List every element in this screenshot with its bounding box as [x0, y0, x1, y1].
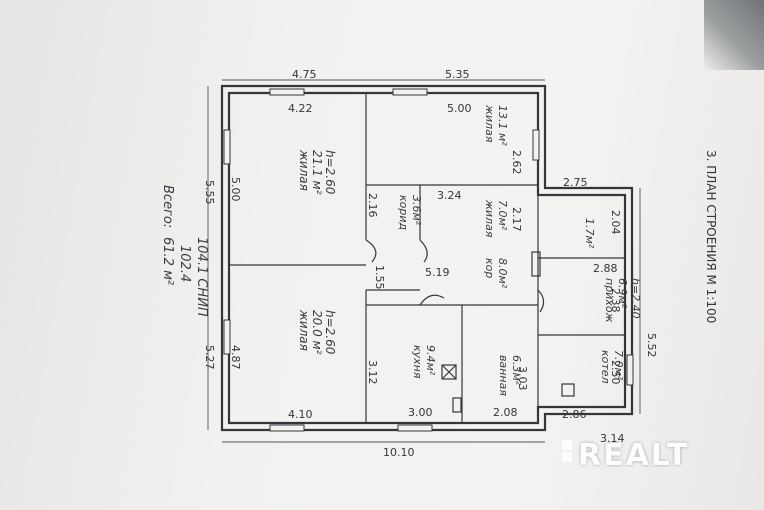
stove-icon [441, 364, 457, 380]
svg-text:жилая: жилая [297, 149, 311, 191]
svg-text:кухня: кухня [411, 345, 424, 379]
window [397, 424, 433, 432]
dim-inner: 1.55 [373, 265, 386, 290]
dim-inner: 5.19 [425, 266, 450, 279]
svg-text:104.1 СНИП: 104.1 СНИП [194, 237, 209, 317]
dim-bottom: 10.10 [383, 446, 415, 459]
svg-text:8.0м²: 8.0м² [496, 258, 509, 289]
svg-text:6.3м²: 6.3м² [510, 355, 523, 386]
boiler-icon [561, 383, 575, 397]
svg-text:жилая: жилая [483, 104, 496, 143]
dim-top-left: 4.75 [292, 68, 317, 81]
realt-watermark: REALT [578, 438, 690, 473]
dim-inner: 2.62 [510, 150, 523, 175]
window [626, 354, 634, 386]
dim-inner: 2.04 [609, 210, 622, 235]
svg-text:жилая: жилая [297, 309, 311, 351]
dim-inner: 3.12 [366, 360, 379, 385]
room-label-small: 1.7м² [583, 218, 596, 249]
svg-text:21.1 м²: 21.1 м² [310, 150, 324, 195]
svg-text:ванная: ванная [497, 355, 510, 396]
dim-inner: 5.00 [229, 177, 242, 202]
svg-text:Всего:: Всего: [160, 185, 175, 228]
svg-text:корид: корид [397, 195, 410, 230]
svg-text:61.2 м²: 61.2 м² [160, 237, 175, 285]
window [223, 319, 231, 355]
dim-left-bottom: 5.27 [203, 345, 216, 370]
room-label-boiler: котел 7.0м² [599, 350, 625, 384]
area-totals: Всего: 61.2 м² 102.4 104.1 СНИП [160, 185, 209, 317]
outer-wall [220, 84, 634, 432]
door-swings [365, 239, 545, 313]
svg-text:13.1 м²: 13.1 м² [496, 105, 509, 146]
svg-text:прихож: прихож [603, 278, 616, 323]
dim-inner: 4.10 [288, 408, 313, 421]
dim-left-top: 5.55 [203, 180, 216, 205]
dim-inner: 2.17 [510, 207, 523, 232]
svg-text:жилая: жилая [483, 199, 496, 238]
room-label-kitchen: кухня 9.4м² [411, 345, 437, 379]
realt-logo-icon [562, 440, 572, 450]
window [269, 424, 305, 432]
dim-inner: 2.08 [493, 406, 518, 419]
dim-inner: 2.50 [609, 360, 622, 385]
plan-title: 3. ПЛАН СТРОЕНИЯ М 1:100 [704, 150, 718, 323]
dim-right-low: 3.14 [600, 432, 625, 445]
dim-inner: 3.03 [516, 366, 529, 391]
svg-text:h=2.60: h=2.60 [323, 150, 337, 195]
svg-text:кор: кор [483, 258, 496, 278]
dim-inner: 2.88 [593, 262, 618, 275]
svg-text:3.6м²: 3.6м² [410, 195, 423, 226]
room-label-corridor: корид 3.6м² [397, 195, 423, 230]
background-corner [704, 0, 764, 70]
window [223, 129, 231, 165]
svg-text:7.0м²: 7.0м² [496, 200, 509, 231]
room-label-entry: прихож 6.9м² h=2.40 [603, 278, 642, 323]
realt-logo-icon [562, 452, 572, 462]
svg-text:h=2.40: h=2.40 [629, 278, 642, 319]
room-label-living-2: жилая 13.1 м² [483, 104, 509, 146]
window [392, 88, 428, 96]
dim-inner: 2.75 [563, 176, 588, 189]
room-label-bathroom: ванная 6.3м² [497, 355, 523, 396]
dim-inner: 4.87 [229, 345, 242, 370]
svg-text:котел: котел [599, 350, 612, 384]
svg-text:20.0 м²: 20.0 м² [310, 310, 324, 355]
room-label-hall: кор 8.0м² [483, 258, 509, 289]
dim-inner: 3.24 [437, 189, 462, 202]
room-label-living-1: жилая 21.1 м² h=2.60 [297, 149, 337, 195]
room-label-living-3: жилая 7.0м² [483, 199, 509, 238]
interior-walls [229, 93, 625, 423]
dim-inner: 2.86 [562, 408, 587, 421]
dim-top-right: 5.35 [445, 68, 470, 81]
svg-text:102.4: 102.4 [177, 245, 192, 282]
stove-cross [441, 364, 457, 380]
room-label-living-4: жилая 20.0 м² h=2.60 [297, 309, 337, 355]
dim-inner: 5.00 [447, 102, 472, 115]
outer-wall-inner [227, 91, 627, 425]
chimney-icon [531, 251, 541, 277]
svg-text:1.7м²: 1.7м² [583, 218, 596, 249]
dim-right: 5.52 [645, 333, 658, 358]
svg-text:h=2.60: h=2.60 [323, 310, 337, 355]
dim-inner: 3.00 [408, 406, 433, 419]
dimension-lines [207, 79, 641, 443]
window [269, 88, 305, 96]
svg-text:7.0м²: 7.0м² [612, 350, 625, 381]
svg-text:6.9м²: 6.9м² [616, 278, 629, 309]
svg-text:9.4м²: 9.4м² [424, 345, 437, 376]
window [532, 129, 540, 161]
dim-inner: 2.38 [609, 288, 622, 313]
dim-inner: 2.16 [366, 193, 379, 218]
dim-inner: 4.22 [288, 102, 313, 115]
sink-icon [452, 397, 462, 413]
